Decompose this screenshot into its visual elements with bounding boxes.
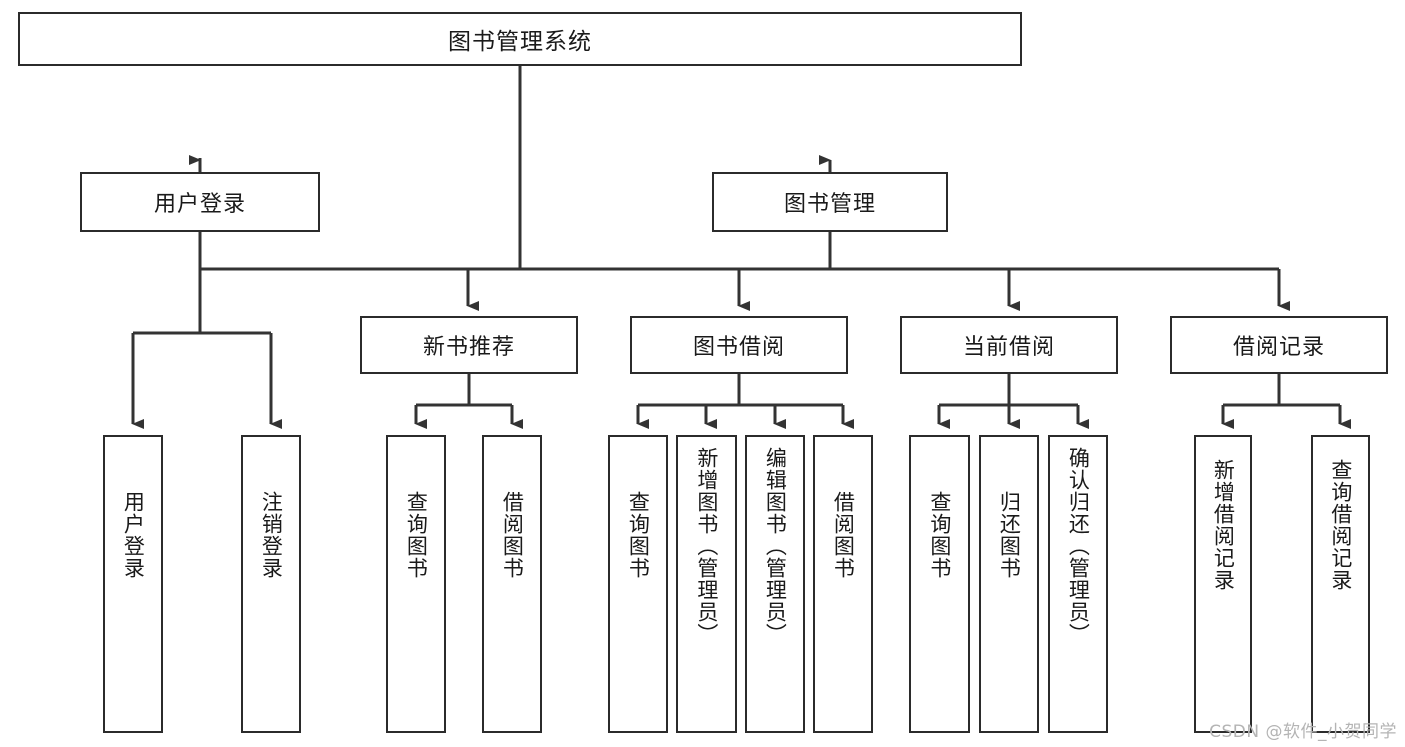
leaf-record-query-record[interactable]: 查询借阅记录 (1311, 435, 1370, 733)
leaf-user-login-signout-label: 注销登录 (259, 491, 284, 579)
leaf-record-add-record[interactable]: 新增借阅记录 (1194, 435, 1252, 733)
leaf-recommend-borrow-book[interactable]: 借阅图书 (482, 435, 542, 733)
node-user-login-label: 用户登录 (153, 192, 246, 217)
node-new-book-recommend[interactable]: 新书推荐 (360, 316, 578, 374)
leaf-current-return-book[interactable]: 归还图书 (979, 435, 1039, 733)
node-book-borrow-label: 图书借阅 (692, 335, 785, 360)
node-book-management-label: 图书管理 (783, 192, 876, 217)
leaf-recommend-borrow-book-label: 借阅图书 (500, 491, 525, 579)
node-current-borrow-label: 当前借阅 (962, 335, 1055, 360)
node-user-login[interactable]: 用户登录 (80, 172, 320, 232)
leaf-borrow-edit-book[interactable]: 编辑图书（管理员） (745, 435, 805, 733)
node-book-management[interactable]: 图书管理 (712, 172, 948, 232)
leaf-recommend-query-book[interactable]: 查询图书 (386, 435, 446, 733)
leaf-current-return-book-label: 归还图书 (997, 491, 1022, 579)
node-new-book-recommend-label: 新书推荐 (422, 335, 515, 360)
leaf-current-confirm-return-label: 确认归还（管理员） (1066, 447, 1091, 645)
leaf-borrow-add-book-label: 新增图书（管理员） (694, 447, 719, 645)
leaf-user-login-signin-label: 用户登录 (121, 491, 146, 579)
leaf-current-confirm-return[interactable]: 确认归还（管理员） (1048, 435, 1108, 733)
leaf-user-login-signout[interactable]: 注销登录 (241, 435, 301, 733)
leaf-record-add-record-label: 新增借阅记录 (1211, 459, 1236, 591)
leaf-borrow-add-book[interactable]: 新增图书（管理员） (676, 435, 737, 733)
leaf-borrow-borrow-book-label: 借阅图书 (831, 491, 856, 579)
node-borrow-record[interactable]: 借阅记录 (1170, 316, 1388, 374)
leaf-borrow-query-book-label: 查询图书 (626, 491, 651, 579)
csdn-watermark: CSDN @软件_小贺同学 (1209, 722, 1397, 742)
leaf-borrow-query-book[interactable]: 查询图书 (608, 435, 668, 733)
node-book-borrow[interactable]: 图书借阅 (630, 316, 848, 374)
node-root[interactable]: 图书管理系统 (18, 12, 1022, 66)
node-borrow-record-label: 借阅记录 (1232, 335, 1325, 360)
leaf-current-query-book-label: 查询图书 (927, 491, 952, 579)
leaf-borrow-edit-book-label: 编辑图书（管理员） (763, 447, 788, 645)
leaf-user-login-signin[interactable]: 用户登录 (103, 435, 163, 733)
node-current-borrow[interactable]: 当前借阅 (900, 316, 1118, 374)
leaf-recommend-query-book-label: 查询图书 (404, 491, 429, 579)
node-root-label: 图书管理系统 (448, 29, 592, 55)
leaf-record-query-record-label: 查询借阅记录 (1328, 459, 1353, 591)
leaf-current-query-book[interactable]: 查询图书 (909, 435, 970, 733)
leaf-borrow-borrow-book[interactable]: 借阅图书 (813, 435, 873, 733)
